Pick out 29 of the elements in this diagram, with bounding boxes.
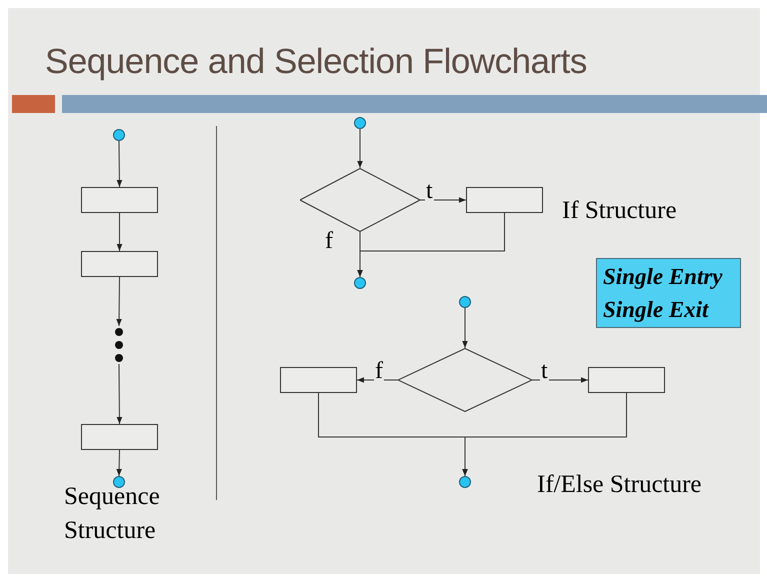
process-box (280, 367, 357, 393)
flow-arrow (356, 377, 398, 383)
flow-arrow (116, 364, 122, 424)
flow-arrow (116, 212, 122, 252)
process-box (588, 367, 665, 393)
process-box (81, 424, 158, 450)
flow-arrow (420, 197, 466, 203)
decision-diamond (398, 348, 532, 412)
title-text: Sequence and Selection Flowcharts (45, 41, 587, 83)
flow-arrow (116, 450, 122, 476)
callout-text: Single Entry (603, 263, 724, 291)
decision-diamond (300, 168, 420, 232)
callout-text: Single Exit (603, 296, 710, 324)
flow-arrow (462, 392, 627, 476)
structure-caption: If Structure (562, 196, 678, 226)
flow-arrow (357, 212, 505, 278)
process-box (466, 187, 543, 213)
flow-arrow (532, 377, 588, 383)
flow-arrow (116, 140, 122, 188)
process-box (81, 251, 158, 277)
process-box (81, 187, 158, 213)
edge-label: f (374, 360, 384, 382)
structure-caption: Sequence Structure (64, 482, 161, 546)
flow-arrow (357, 128, 363, 168)
flow-arrow (462, 308, 468, 348)
flow-arrow (116, 276, 122, 326)
callout-box (596, 258, 741, 328)
structure-caption: If/Else Structure (537, 470, 703, 500)
ellipsis-dots (113, 326, 125, 364)
